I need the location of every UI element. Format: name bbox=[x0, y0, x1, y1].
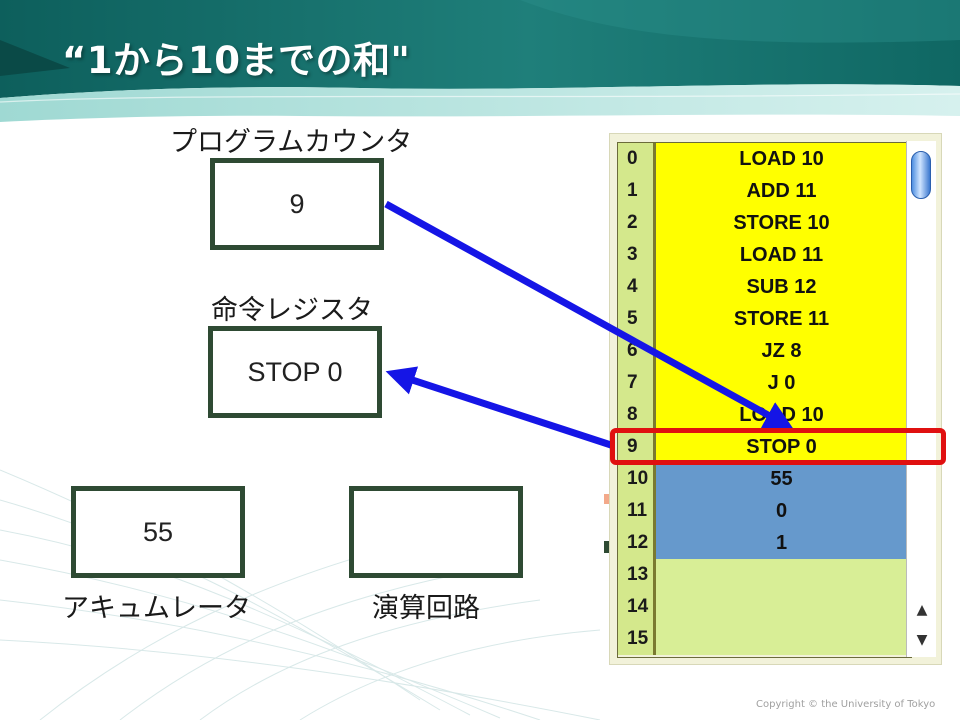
memory-address: 10 bbox=[618, 463, 656, 495]
memory-content bbox=[656, 591, 911, 623]
instruction-register-value: STOP 0 bbox=[247, 356, 343, 387]
hidden-element-fragment bbox=[604, 541, 610, 553]
memory-content bbox=[656, 623, 911, 655]
memory-content: J 0 bbox=[656, 367, 911, 399]
alu-box bbox=[349, 486, 523, 578]
memory-address: 15 bbox=[618, 623, 656, 655]
memory-address: 14 bbox=[618, 591, 656, 623]
accumulator-box: 55 bbox=[71, 486, 245, 578]
memory-content: LOAD 10 bbox=[656, 143, 911, 175]
memory-content: JZ 8 bbox=[656, 335, 911, 367]
memory-address: 12 bbox=[618, 527, 656, 559]
scroll-up-arrow-icon[interactable]: ▲ bbox=[916, 602, 928, 618]
memory-address: 0 bbox=[618, 143, 656, 175]
slide-title: “1から10までの和" bbox=[62, 39, 411, 82]
header-banner bbox=[0, 0, 960, 125]
memory-row[interactable]: 15 bbox=[618, 623, 911, 655]
memory-address: 13 bbox=[618, 559, 656, 591]
memory-content: 0 bbox=[656, 495, 911, 527]
memory-address: 11 bbox=[618, 495, 656, 527]
current-address-highlight bbox=[610, 428, 946, 465]
program-counter-value: 9 bbox=[289, 188, 305, 219]
memory-address: 4 bbox=[618, 271, 656, 303]
program-counter-box: 9 bbox=[210, 158, 384, 250]
memory-row[interactable]: 13 bbox=[618, 559, 911, 591]
memory-content bbox=[656, 559, 911, 591]
copyright-notice: Copyright © the University of Tokyo bbox=[756, 699, 936, 710]
hidden-element-fragment bbox=[604, 494, 610, 504]
memory-content: LOAD 10 bbox=[656, 399, 911, 431]
memory-content: STORE 10 bbox=[656, 207, 911, 239]
memory-address: 1 bbox=[618, 175, 656, 207]
program-counter-label: プログラムカウンタ bbox=[170, 127, 413, 158]
memory-row[interactable]: 14 bbox=[618, 591, 911, 623]
memory-content: SUB 12 bbox=[656, 271, 911, 303]
accumulator-label: アキュムレータ bbox=[62, 593, 251, 624]
memory-address: 8 bbox=[618, 399, 656, 431]
scroll-thumb[interactable] bbox=[911, 151, 931, 199]
instruction-register-label: 命令レジスタ bbox=[211, 295, 373, 326]
memory-address: 3 bbox=[618, 239, 656, 271]
instruction-register-box: STOP 0 bbox=[208, 326, 382, 418]
memory-content: 55 bbox=[656, 463, 911, 495]
memory-address: 9 bbox=[618, 431, 656, 463]
memory-address: 7 bbox=[618, 367, 656, 399]
memory-scrollbar[interactable]: ▲ ▼ bbox=[906, 141, 936, 657]
accumulator-value: 55 bbox=[142, 516, 174, 547]
alu-label: 演算回路 bbox=[372, 593, 480, 624]
scroll-down-arrow-icon[interactable]: ▼ bbox=[916, 632, 928, 648]
memory-address: 2 bbox=[618, 207, 656, 239]
memory-content: LOAD 11 bbox=[656, 239, 911, 271]
memory-content: ADD 11 bbox=[656, 175, 911, 207]
memory-address: 5 bbox=[618, 303, 656, 335]
header-wave-graphic bbox=[0, 0, 960, 125]
memory-content: 1 bbox=[656, 527, 911, 559]
memory-content: STORE 11 bbox=[656, 303, 911, 335]
memory-address: 6 bbox=[618, 335, 656, 367]
